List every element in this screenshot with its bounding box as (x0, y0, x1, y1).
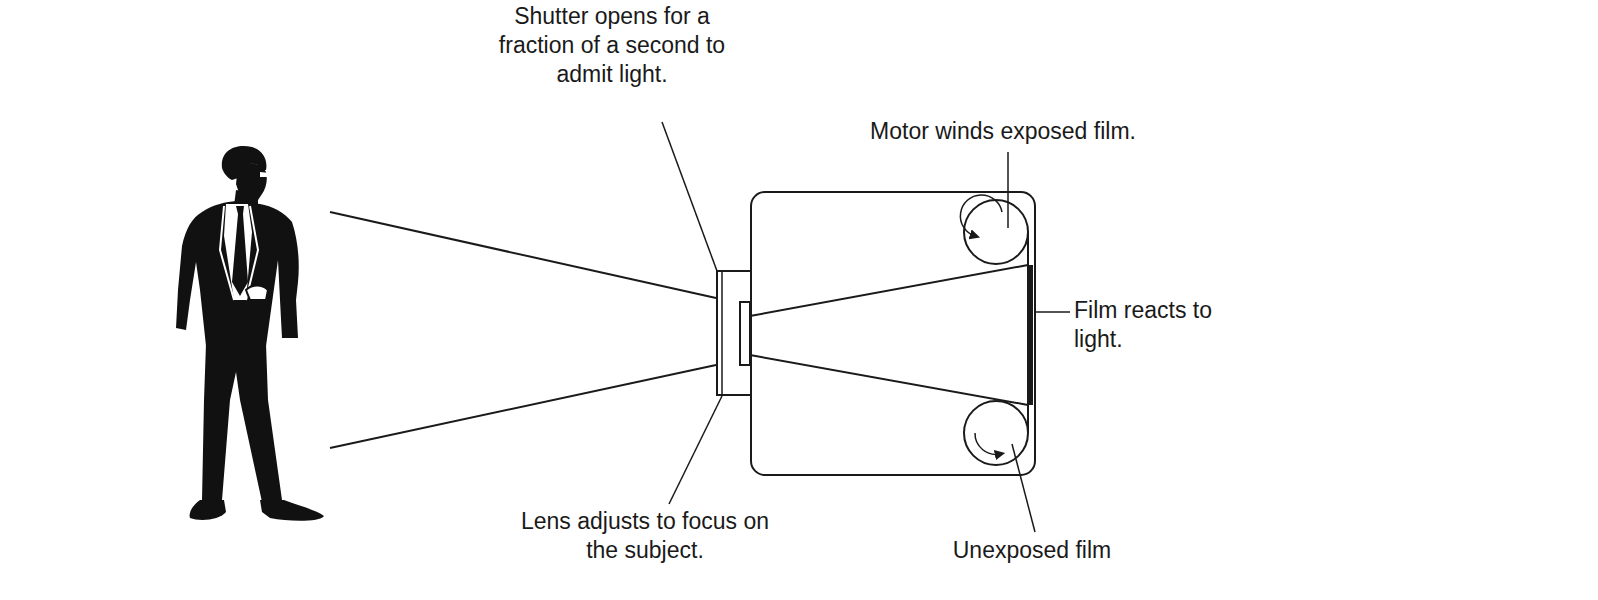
lens (740, 302, 750, 365)
film-frame (1028, 265, 1033, 405)
rotation-arrow (975, 433, 1000, 454)
leader-line (669, 396, 722, 504)
supply-reel (964, 401, 1028, 465)
callout-label: Shutter opens for a fraction of a second… (487, 2, 737, 89)
leader-line (1007, 152, 1009, 228)
camera-body (751, 192, 1035, 475)
light-ray (330, 365, 716, 448)
light-ray (750, 265, 1028, 316)
callout-label: Motor winds exposed film. (813, 117, 1193, 146)
leader-line (1034, 311, 1070, 313)
man-figure (176, 146, 324, 521)
shutter (721, 271, 723, 395)
callout-label: Unexposed film (922, 536, 1142, 565)
leader-line (1012, 444, 1035, 532)
leader-line (662, 122, 717, 271)
rotation-arrow (960, 195, 1002, 236)
lens-housing (717, 271, 751, 395)
light-ray (330, 212, 716, 298)
callout-label: Film reacts to light. (1074, 296, 1214, 354)
take-up-reel (964, 200, 1028, 264)
light-ray (750, 355, 1028, 405)
callout-label: Lens adjusts to focus on the subject. (515, 507, 775, 565)
